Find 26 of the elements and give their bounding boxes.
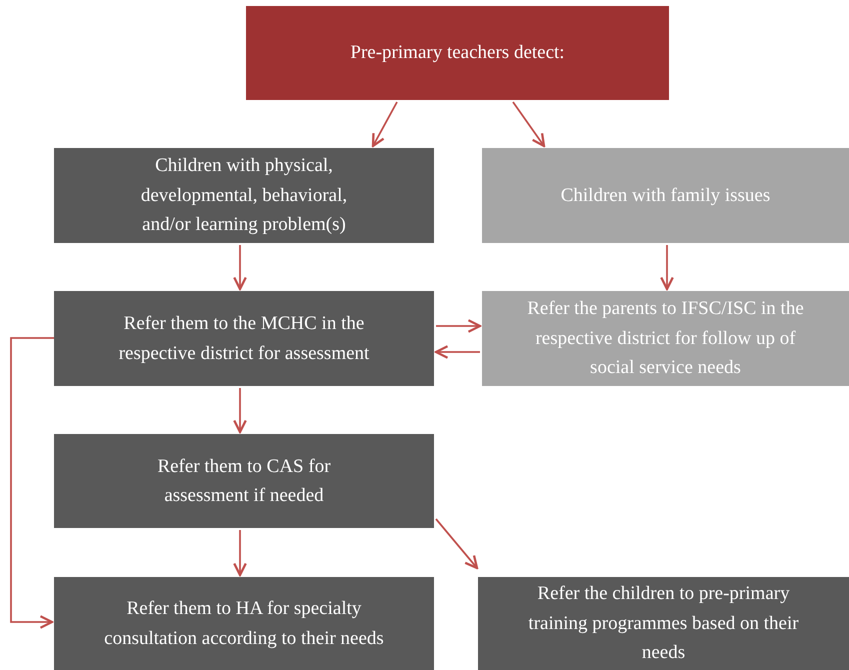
arrow <box>435 518 478 570</box>
process-box <box>54 291 434 386</box>
box-text: Refer them to the MCHC in the respective district for assessment <box>118 312 370 366</box>
process-box <box>54 148 434 243</box>
process-box <box>482 291 849 386</box>
process-box <box>478 577 849 670</box>
box-text: Refer the children to pre-primary training programmes based on their needs <box>527 582 800 666</box>
arrow <box>10 337 54 629</box>
arrow <box>434 345 480 359</box>
arrow <box>233 388 247 434</box>
arrow <box>233 245 247 290</box>
box-text: Children with family issues <box>560 184 770 208</box>
box-text: Pre-primary teachers detect: <box>350 41 565 66</box>
box-text: Children with physical, developmental, behavioral, and/or learning problem(s) <box>140 154 348 238</box>
process-box <box>54 434 434 528</box>
arrow <box>436 319 482 333</box>
box-text: Refer the parents to IFSC/ISC in the respective district for follow up of social service needs <box>526 297 805 380</box>
box-text: Refer them to HA for specialty consultation according to their needs <box>103 597 385 650</box>
arrow <box>372 102 398 148</box>
box-text: Refer them to CAS for assessment if needed <box>156 454 332 508</box>
process-box <box>54 577 434 670</box>
process-box <box>482 148 849 243</box>
arrow <box>512 101 546 148</box>
arrow <box>660 245 674 290</box>
process-box <box>246 6 669 100</box>
arrow <box>233 530 247 576</box>
